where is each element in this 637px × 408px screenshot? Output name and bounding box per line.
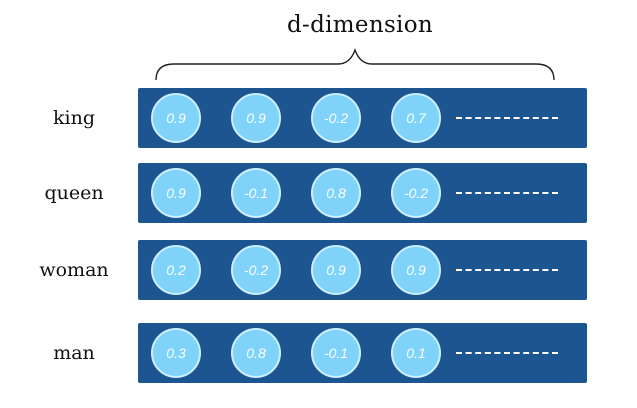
embedding-row-woman: woman 0.2 -0.2 0.9 0.9 [0, 238, 637, 302]
word-label: queen [44, 182, 104, 204]
dimension-brace [155, 47, 555, 81]
dimension-label: d-dimension [287, 12, 433, 38]
ellipsis-dashes [456, 117, 558, 119]
vector-bar: 0.2 -0.2 0.9 0.9 [138, 240, 587, 300]
embedding-row-man: man 0.3 0.8 -0.1 0.1 [0, 321, 637, 385]
word-label: woman [39, 259, 109, 281]
vector-value: 0.2 [151, 245, 201, 295]
embedding-row-queen: queen 0.9 -0.1 0.8 -0.2 [0, 161, 637, 225]
vector-value: 0.8 [231, 328, 281, 378]
vector-value: 0.9 [151, 93, 201, 143]
vector-value: 0.8 [311, 168, 361, 218]
vector-bar: 0.3 0.8 -0.1 0.1 [138, 323, 587, 383]
ellipsis-dashes [456, 352, 558, 354]
vector-value: -0.2 [311, 93, 361, 143]
vector-value: 0.9 [151, 168, 201, 218]
vector-value: -0.1 [311, 328, 361, 378]
ellipsis-dashes [456, 269, 558, 271]
vector-value: 0.1 [391, 328, 441, 378]
vector-value: 0.3 [151, 328, 201, 378]
embedding-row-king: king 0.9 0.9 -0.2 0.7 [0, 86, 637, 150]
ellipsis-dashes [456, 192, 558, 194]
vector-value: 0.9 [391, 245, 441, 295]
vector-value: -0.2 [231, 245, 281, 295]
vector-value: -0.2 [391, 168, 441, 218]
vector-bar: 0.9 -0.1 0.8 -0.2 [138, 163, 587, 223]
word-label: man [53, 342, 95, 364]
vector-value: 0.9 [311, 245, 361, 295]
word-label: king [53, 107, 95, 129]
vector-value: -0.1 [231, 168, 281, 218]
vector-value: 0.7 [391, 93, 441, 143]
vector-value: 0.9 [231, 93, 281, 143]
vector-bar: 0.9 0.9 -0.2 0.7 [138, 88, 587, 148]
